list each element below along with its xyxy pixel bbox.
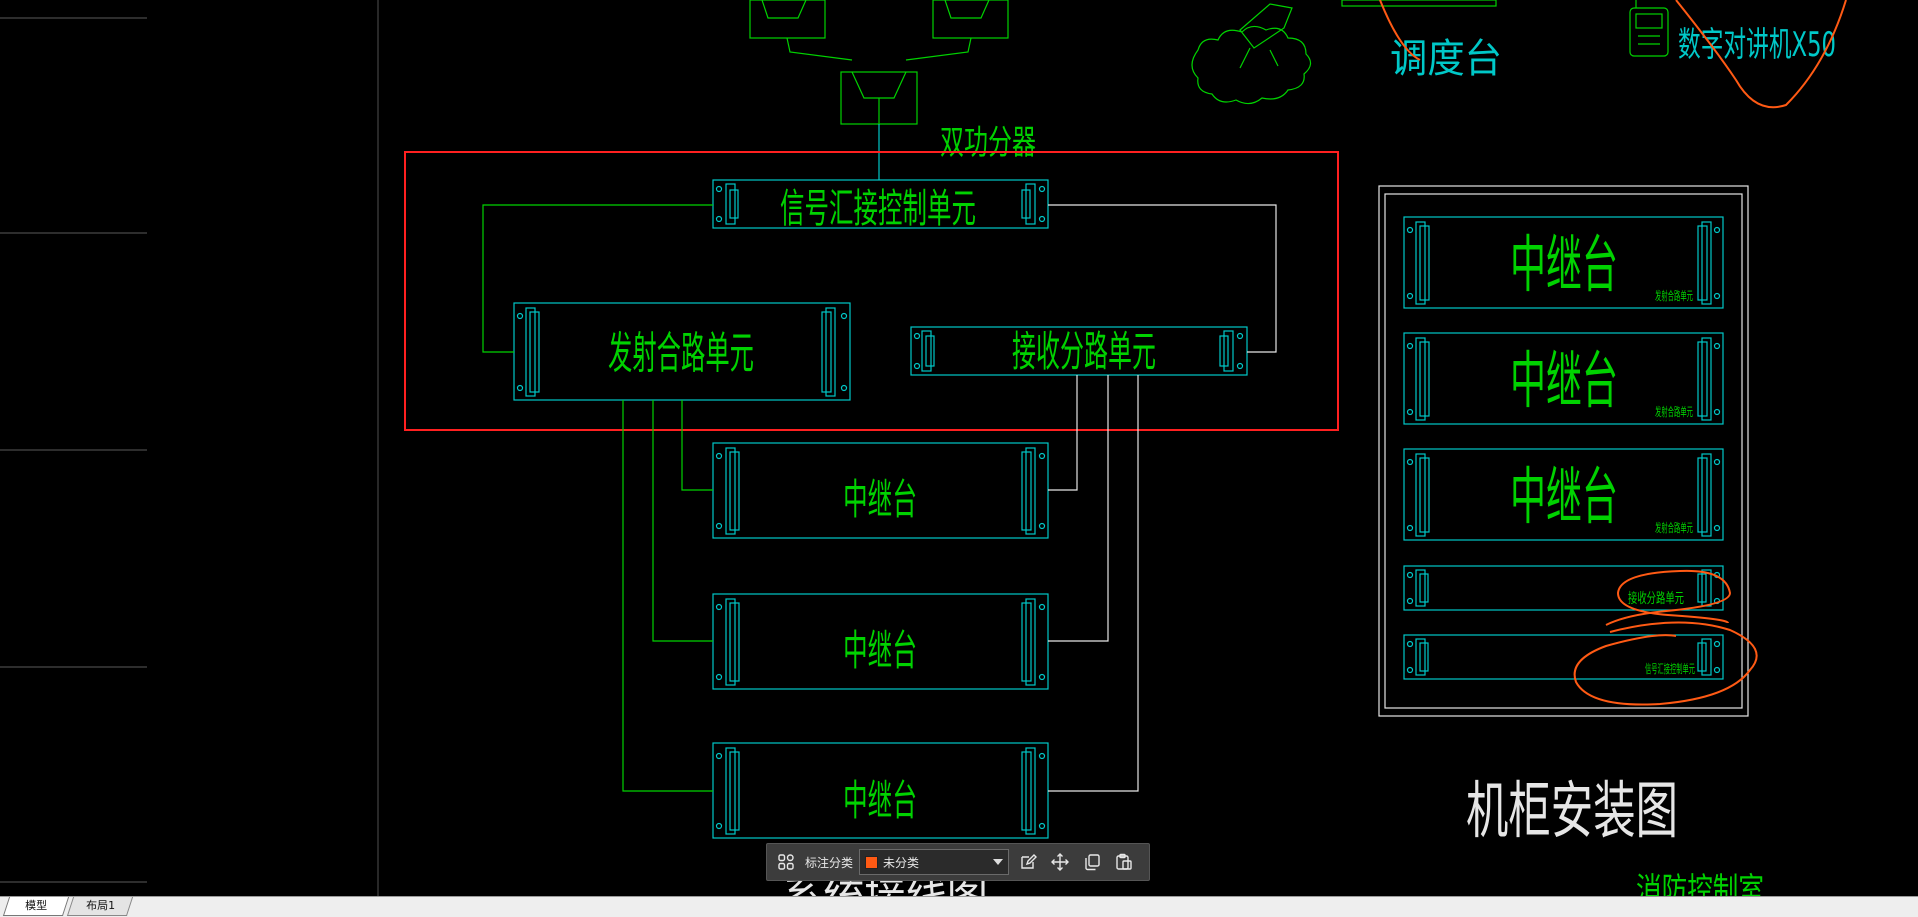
radio-label: 数字对讲机X50 <box>1678 25 1836 65</box>
highlight-box <box>404 151 1339 431</box>
repeater-label-3: 中继台 <box>843 776 917 825</box>
antenna-group <box>749 0 1009 125</box>
category-value: 未分类 <box>883 855 920 870</box>
rx-wiring <box>1048 204 1277 792</box>
category-select[interactable]: 未分类 <box>859 849 1010 875</box>
repeater-label-1: 中继台 <box>843 475 917 524</box>
cabinet-repeater-sub-3: 发射合路单元 <box>1655 520 1693 535</box>
edit-icon[interactable] <box>1015 849 1041 875</box>
cabinet-title: 机柜安装图 <box>1466 774 1678 847</box>
markup-arc-top-1 <box>1379 0 1421 61</box>
radio-handset-icon <box>1629 0 1669 57</box>
tab-model-label: 模型 <box>25 899 48 912</box>
move-icon[interactable] <box>1047 849 1073 875</box>
paste-icon[interactable] <box>1111 849 1137 875</box>
markup-arc-top-2 <box>1675 0 1847 109</box>
cabinet-repeater-3 <box>1403 448 1724 541</box>
layout-tab-strip: 模型 布局1 <box>0 896 1918 917</box>
dispatch-desk-icon <box>1341 0 1497 7</box>
grid-icon[interactable] <box>773 849 799 875</box>
copy-icon[interactable] <box>1079 849 1105 875</box>
annotation-toolbar: 标注分类 未分类 <box>766 843 1150 881</box>
dispatch-desk-label: 调度台 <box>1390 36 1502 82</box>
cabinet-signal-sub: 信号汇接控制单元 <box>1645 661 1695 676</box>
cabinet-rx-sub: 接收分路单元 <box>1628 590 1684 607</box>
category-label: 标注分类 <box>805 855 854 870</box>
dispatch-cloud-icon <box>1191 3 1312 105</box>
cabinet-repeater-sub-2: 发射合路单元 <box>1655 404 1693 419</box>
markup-circle-rx <box>1605 569 1732 626</box>
category-color-swatch <box>865 855 879 869</box>
left-panel <box>0 17 147 883</box>
signal-control-unit-label: 信号汇接控制单元 <box>780 186 976 232</box>
markup-circle-signal <box>1573 621 1758 706</box>
tab-layout1[interactable]: 布局1 <box>66 897 134 916</box>
cabinet-rx-unit <box>1403 565 1724 611</box>
dual-splitter-label: 双功分器 <box>940 123 1036 163</box>
signal-control-unit <box>712 179 1049 229</box>
repeater-label-2: 中继台 <box>843 626 917 675</box>
cabinet-repeater-1 <box>1403 216 1724 309</box>
cabinet-repeater-sub-1: 发射合路单元 <box>1655 288 1693 303</box>
tab-model[interactable]: 模型 <box>2 897 70 916</box>
chevron-down-icon <box>993 859 1004 865</box>
cabinet-frame <box>1378 185 1749 717</box>
cad-canvas[interactable]: 双功分器 调度台 数字对讲机X50 信号汇接控制单元 发射合路单元 <box>0 0 1918 896</box>
tx-combiner-label: 发射合路单元 <box>608 328 754 379</box>
cabinet-repeater-label-2: 中继台 <box>1510 344 1618 417</box>
rx-divider-unit <box>910 326 1248 376</box>
cabinet-signal-unit <box>1403 634 1724 680</box>
tx-wiring <box>482 204 713 792</box>
control-room-label: 消防控制室 <box>1636 871 1764 896</box>
cabinet-repeater-2 <box>1403 332 1724 425</box>
cabinet-repeater-label-3: 中继台 <box>1510 460 1618 533</box>
tab-layout1-label: 布局1 <box>85 899 115 912</box>
rx-divider-label: 接收分路单元 <box>1012 327 1156 376</box>
cabinet-repeater-label-1: 中继台 <box>1510 228 1618 301</box>
